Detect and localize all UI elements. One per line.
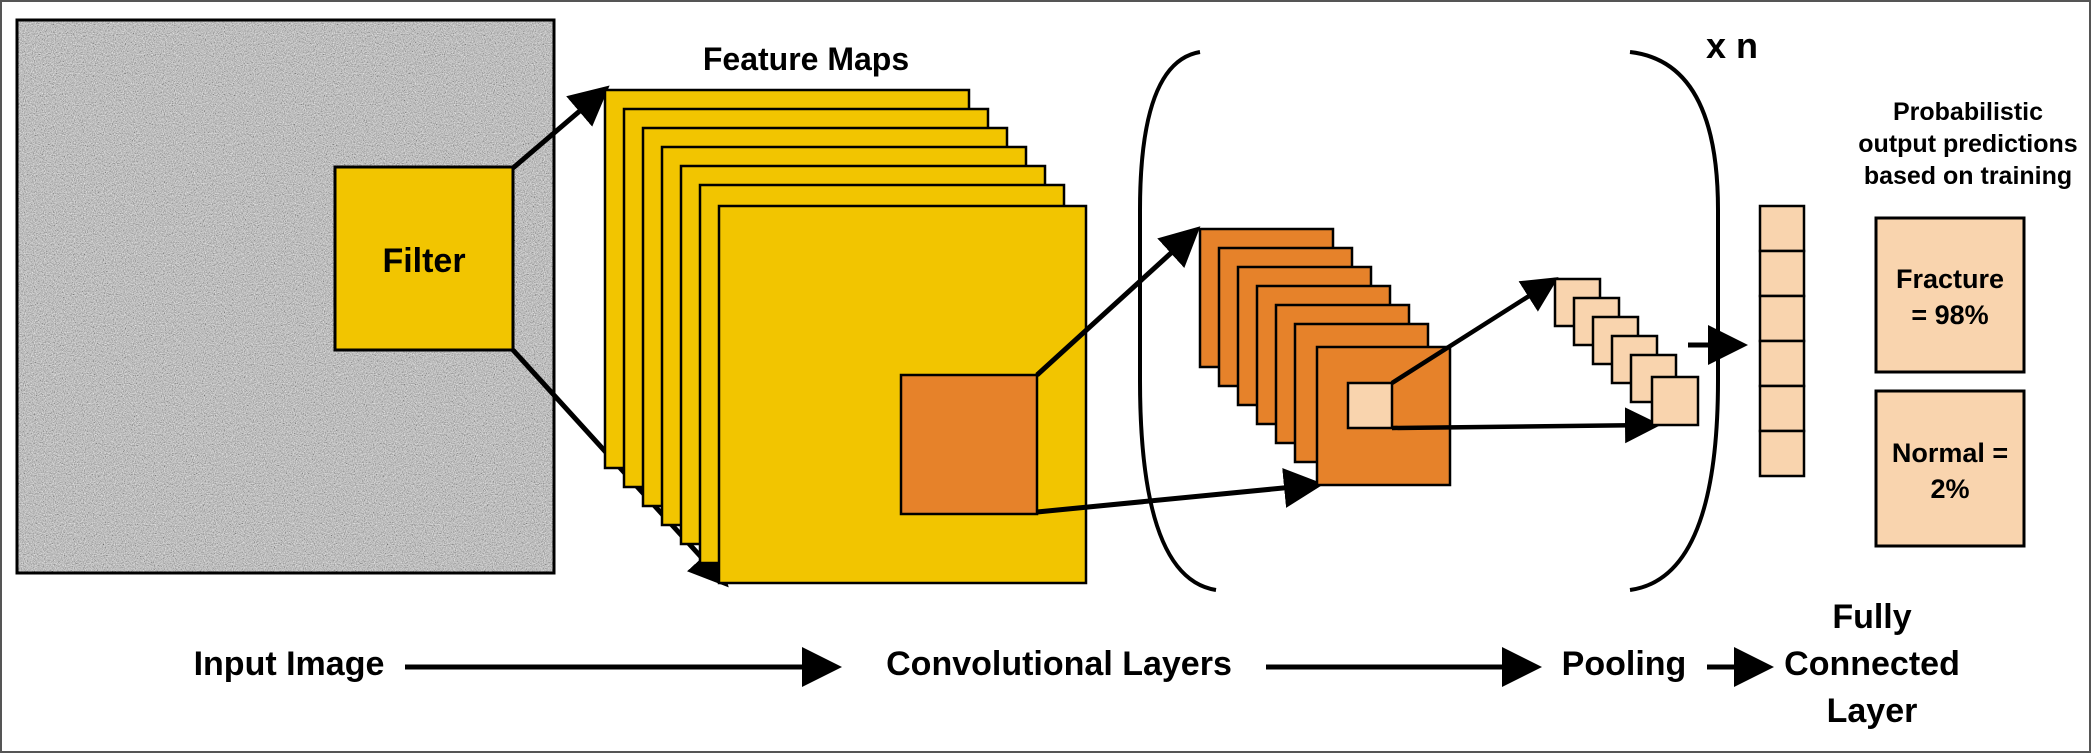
patch-arrow-top bbox=[1035, 226, 1201, 377]
input-image-label: Input Image bbox=[194, 645, 385, 683]
probabilistic-label-line-1: Probabilistic bbox=[1893, 98, 2043, 126]
fully-connected-label-line-2: Connected bbox=[1784, 645, 1960, 683]
feature-maps-label: Feature Maps bbox=[703, 41, 909, 77]
fc-cell bbox=[1758, 249, 1806, 298]
normal-output-box bbox=[1874, 389, 2026, 548]
convolutional-layers-label: Convolutional Layers bbox=[886, 645, 1232, 683]
normal-label-line-2: 2% bbox=[1930, 474, 1969, 504]
bracket-right bbox=[1629, 50, 1720, 592]
fully-connected-label-line-3: Layer bbox=[1827, 692, 1918, 730]
filter-box bbox=[333, 165, 515, 352]
filter-label: Filter bbox=[382, 242, 465, 280]
fc-cell bbox=[1758, 429, 1806, 478]
fracture-output-box bbox=[1874, 216, 2026, 374]
bracket-left bbox=[1138, 50, 1217, 592]
filter-arrow-top bbox=[511, 85, 610, 170]
pooling-unit-front bbox=[1650, 375, 1700, 427]
feature-map-patch bbox=[899, 373, 1039, 516]
fc-cell bbox=[1758, 294, 1806, 343]
conv-patch-arrow-bottom bbox=[1391, 407, 1661, 444]
probabilistic-label-line-2: output predictions bbox=[1858, 130, 2077, 158]
conv-patch bbox=[1346, 381, 1394, 430]
fc-cell bbox=[1758, 204, 1806, 253]
probabilistic-label-line-3: based on training bbox=[1864, 162, 2072, 190]
fracture-label-line-2: = 98% bbox=[1911, 300, 1988, 330]
fc-cell bbox=[1758, 339, 1806, 388]
pooling-label: Pooling bbox=[1562, 645, 1687, 683]
pooling-stack bbox=[1553, 277, 1700, 427]
normal-label-line-1: Normal = bbox=[1892, 438, 2008, 468]
fully-connected-label-line-1: Fully bbox=[1832, 598, 1911, 636]
repeat-label: x n bbox=[1706, 25, 1758, 66]
fc-cell bbox=[1758, 384, 1806, 433]
fully-connected-column bbox=[1758, 204, 1806, 478]
fracture-label-line-1: Fracture bbox=[1896, 264, 2004, 294]
feature-maps-stack bbox=[603, 88, 1088, 585]
conv-patch-arrow-top bbox=[1390, 277, 1559, 385]
patch-arrow-bottom bbox=[1036, 468, 1324, 515]
